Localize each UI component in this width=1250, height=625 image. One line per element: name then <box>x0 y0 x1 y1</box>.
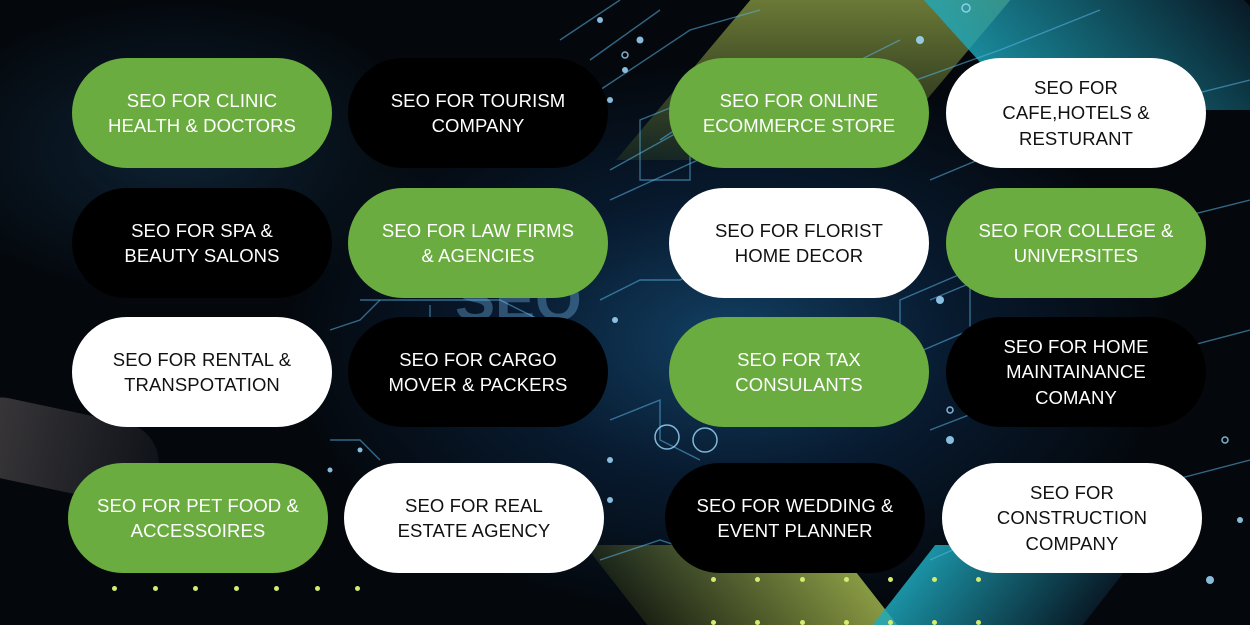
service-label: SEO FOR HOME MAINTAINANCE COMANY <box>1003 335 1149 408</box>
service-label: SEO FOR CARGO MOVER & PACKERS <box>388 348 568 396</box>
service-pill-home-maintenance[interactable]: SEO FOR HOME MAINTAINANCE COMANY <box>946 317 1206 427</box>
service-pill-rental[interactable]: SEO FOR RENTAL & TRANSPOTATION <box>72 317 332 427</box>
service-label: SEO FOR COLLEGE & UNIVERSITES <box>978 219 1174 267</box>
service-label: SEO FOR WEDDING & EVENT PLANNER <box>696 494 894 542</box>
service-pill-law-firms[interactable]: SEO FOR LAW FIRMS & AGENCIES <box>348 188 608 298</box>
service-pill-spa-beauty[interactable]: SEO FOR SPA & BEAUTY SALONS <box>72 188 332 298</box>
service-label: SEO FOR LAW FIRMS & AGENCIES <box>381 219 575 267</box>
service-label: SEO FOR CONSTRUCTION COMPANY <box>996 481 1148 554</box>
service-label: SEO FOR CAFE,HOTELS & RESTURANT <box>1002 76 1150 149</box>
service-pill-college[interactable]: SEO FOR COLLEGE & UNIVERSITES <box>946 188 1206 298</box>
service-label: SEO FOR RENTAL & TRANSPOTATION <box>112 348 292 396</box>
service-label: SEO FOR SPA & BEAUTY SALONS <box>124 219 280 267</box>
service-label: SEO FOR CLINIC HEALTH & DOCTORS <box>108 89 296 137</box>
service-pill-wedding[interactable]: SEO FOR WEDDING & EVENT PLANNER <box>665 463 925 573</box>
service-pill-tourism[interactable]: SEO FOR TOURISM COMPANY <box>348 58 608 168</box>
service-pill-construction[interactable]: SEO FOR CONSTRUCTION COMPANY <box>942 463 1202 573</box>
service-pill-cargo[interactable]: SEO FOR CARGO MOVER & PACKERS <box>348 317 608 427</box>
service-pill-cafe-hotels[interactable]: SEO FOR CAFE,HOTELS & RESTURANT <box>946 58 1206 168</box>
service-pill-florist[interactable]: SEO FOR FLORIST HOME DECOR <box>669 188 929 298</box>
service-label: SEO FOR REAL ESTATE AGENCY <box>397 494 551 542</box>
service-pill-tax[interactable]: SEO FOR TAX CONSULANTS <box>669 317 929 427</box>
service-pill-real-estate[interactable]: SEO FOR REAL ESTATE AGENCY <box>344 463 604 573</box>
service-pill-pet-food[interactable]: SEO FOR PET FOOD & ACCESSOIRES <box>68 463 328 573</box>
service-pill-ecommerce[interactable]: SEO FOR ONLINE ECOMMERCE STORE <box>669 58 929 168</box>
service-label: SEO FOR TAX CONSULANTS <box>735 348 863 396</box>
service-label: SEO FOR FLORIST HOME DECOR <box>714 219 884 267</box>
service-pill-clinic[interactable]: SEO FOR CLINIC HEALTH & DOCTORS <box>72 58 332 168</box>
service-label: SEO FOR PET FOOD & ACCESSOIRES <box>97 494 299 542</box>
service-label: SEO FOR ONLINE ECOMMERCE STORE <box>702 89 896 137</box>
service-label: SEO FOR TOURISM COMPANY <box>390 89 566 137</box>
